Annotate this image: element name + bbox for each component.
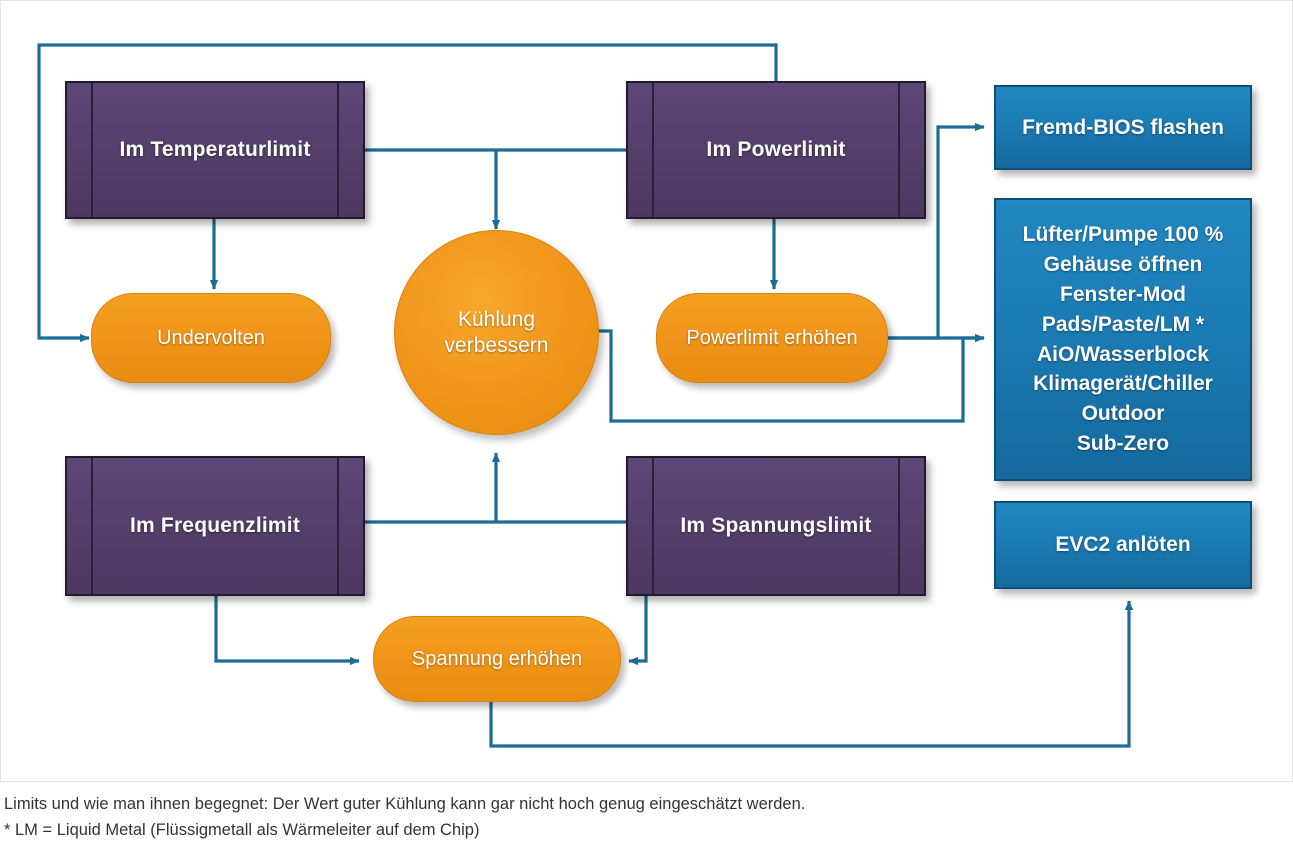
node-label: Im Frequenzlimit	[129, 514, 301, 537]
node-im-frequenzlimit[interactable]: Im Frequenzlimit	[65, 456, 365, 596]
node-spannung-erhoehen[interactable]: Spannung erhöhen	[373, 616, 621, 702]
cooling-item: Klimagerät/Chiller	[1033, 372, 1213, 396]
node-im-powerlimit[interactable]: Im Powerlimit	[626, 81, 926, 219]
cooling-item: Fenster-Mod	[1060, 282, 1186, 306]
cooling-item: Gehäuse öffnen	[1043, 253, 1203, 277]
node-label: Powerlimit erhöhen	[686, 326, 858, 349]
node-im-spannungslimit[interactable]: Im Spannungslimit	[626, 456, 926, 596]
node-kuehlung-verbessern[interactable]: Kühlung verbessern	[394, 230, 599, 435]
node-kuehlmassnahmen[interactable]: Lüfter/Pumpe 100 % Gehäuse öffnen Fenste…	[994, 198, 1252, 481]
caption-line-1: Limits und wie man ihnen begegnet: Der W…	[4, 795, 806, 813]
node-label-line2: verbessern	[444, 333, 549, 357]
node-label: Spannung erhöhen	[411, 647, 583, 670]
figure-caption: Limits und wie man ihnen begegnet: Der W…	[0, 786, 1293, 843]
node-label: Undervolten	[157, 326, 265, 349]
node-im-temperaturlimit[interactable]: Im Temperaturlimit	[65, 81, 365, 219]
cooling-item: Lüfter/Pumpe 100 %	[1022, 223, 1224, 247]
node-label: Im Powerlimit	[706, 138, 846, 161]
node-label: Im Spannungslimit	[680, 514, 872, 537]
edge-spannung-erhoehen-to-evc2	[489, 600, 1134, 748]
edge-kuehlung-to-kuehlmassnahmen	[596, 329, 985, 423]
diagram-canvas: Im Temperaturlimit Im Powerlimit Im Freq…	[0, 0, 1293, 782]
cooling-item: Sub-Zero	[1076, 431, 1170, 455]
node-label: Fremd-BIOS flashen	[1022, 115, 1224, 139]
edge-frequenzlimit-to-spannung-erhoehen	[214, 595, 360, 666]
cooling-item: Outdoor	[1081, 402, 1165, 426]
node-fremd-bios-flashen[interactable]: Fremd-BIOS flashen	[994, 85, 1252, 170]
connector-layer	[37, 43, 1134, 748]
cooling-item: AiO/Wasserblock	[1037, 342, 1209, 366]
node-undervolten[interactable]: Undervolten	[91, 293, 331, 383]
node-label: EVC2 anlöten	[1055, 533, 1191, 556]
node-label-line1: Kühlung	[457, 307, 536, 331]
edge-powerlimit-to-undervolten	[37, 43, 778, 343]
caption-line-2: * LM = Liquid Metal (Flüssigmetall als W…	[4, 820, 480, 839]
node-label: Im Temperaturlimit	[119, 138, 311, 161]
node-evc2-anloeten[interactable]: EVC2 anlöten	[994, 501, 1252, 589]
edge-spannungslimit-to-spannung-erhoehen	[628, 595, 648, 666]
cooling-item: Pads/Paste/LM *	[1041, 312, 1205, 336]
node-powerlimit-erhoehen[interactable]: Powerlimit erhöhen	[656, 293, 888, 383]
